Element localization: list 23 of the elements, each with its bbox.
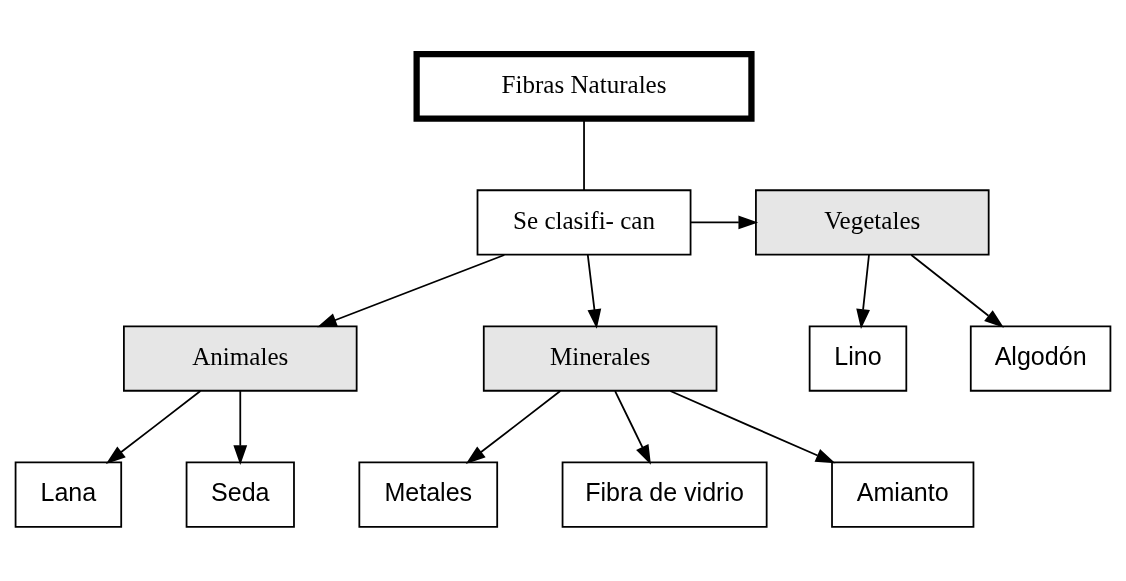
arrow <box>690 215 759 230</box>
node-box: Metales <box>358 461 499 528</box>
arrow <box>614 390 651 465</box>
arrow <box>856 254 870 329</box>
arrow <box>910 254 1004 328</box>
arrow <box>586 254 602 329</box>
node-box: Amianto <box>831 461 975 528</box>
arrow <box>317 254 506 328</box>
node-box: Lino <box>808 325 908 392</box>
node-box: Seda <box>185 461 295 528</box>
arrow <box>105 390 202 464</box>
node-box: Minerales <box>482 325 718 392</box>
node-box: Algodón <box>969 325 1112 392</box>
node-box: Animales <box>123 325 358 392</box>
node-box: Vegetales <box>755 189 990 256</box>
node-box: Lana <box>14 461 123 528</box>
arrow <box>233 390 248 465</box>
node-box: Se clasifi- can <box>476 189 692 256</box>
node-box: Fibras Naturales <box>413 51 755 122</box>
connector <box>583 118 585 191</box>
arrow <box>669 390 836 464</box>
arrow <box>465 390 562 464</box>
node-box: Fibra de vidrio <box>561 461 768 528</box>
